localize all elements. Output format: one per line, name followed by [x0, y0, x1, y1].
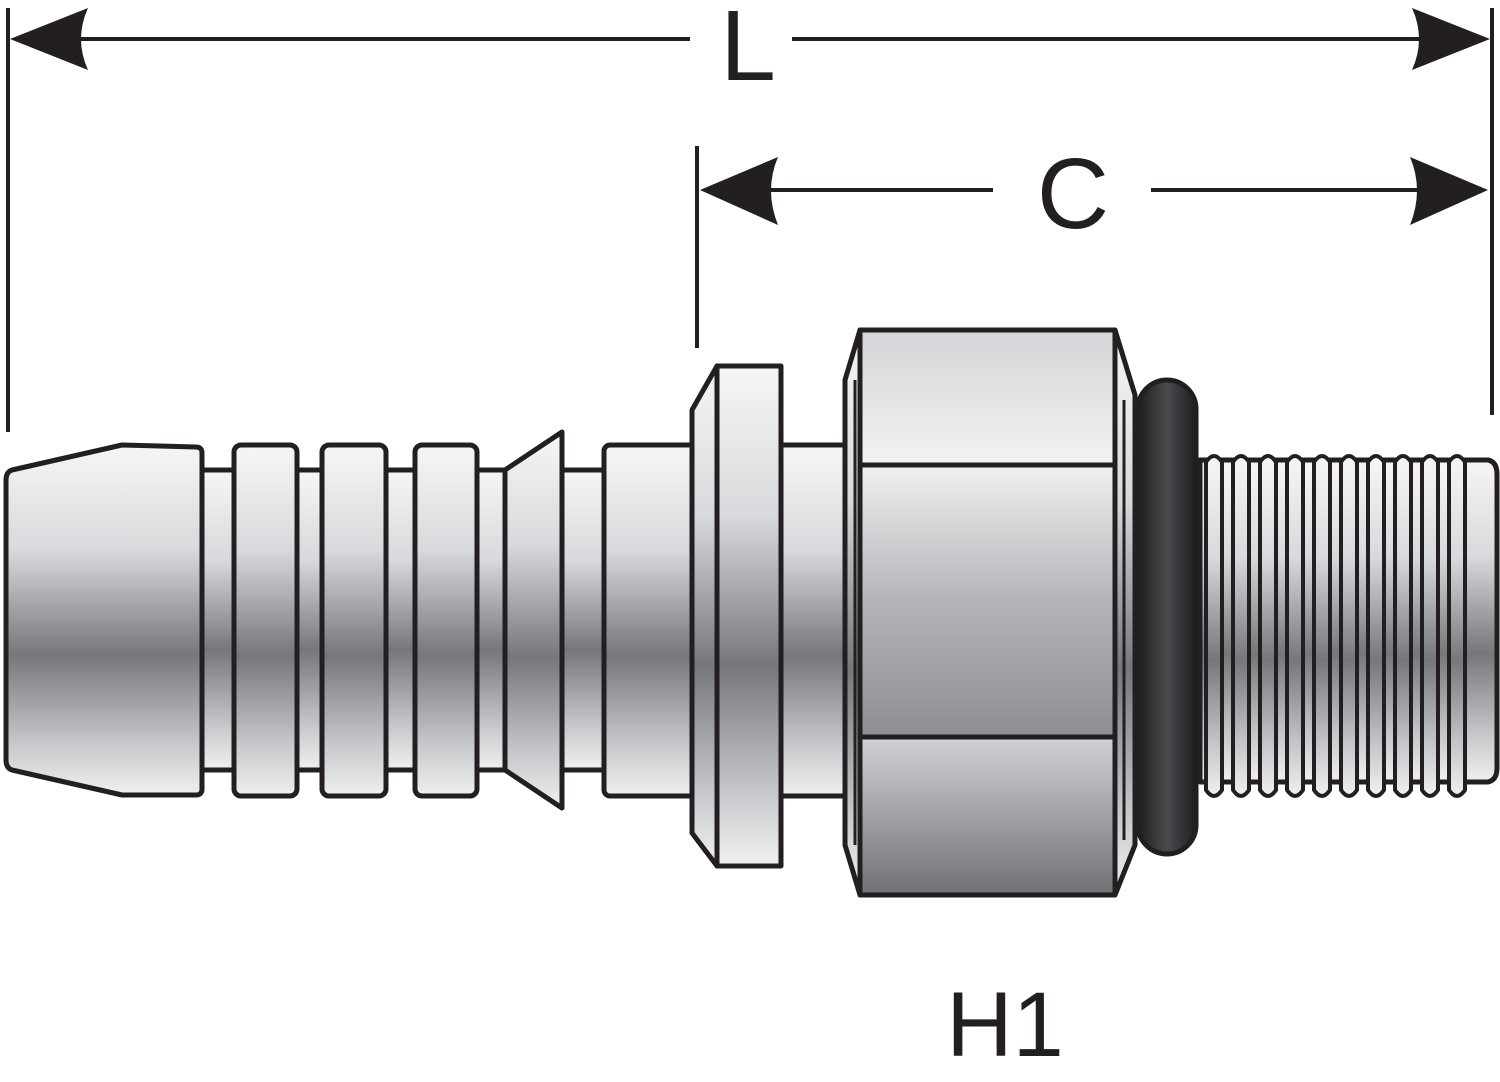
hex-nut-flat-top: [857, 327, 1118, 468]
arrowhead-l-left: [10, 8, 88, 70]
arrowhead-c-left: [700, 157, 778, 225]
arrowhead-l-right: [1412, 8, 1490, 70]
label-h1: H1: [946, 974, 1064, 1076]
thread-crest: [1366, 454, 1386, 798]
thread-crest: [1447, 454, 1467, 798]
stem-nose: [3, 442, 205, 798]
thread-crest: [1231, 454, 1251, 798]
thread-crest: [1339, 454, 1359, 798]
hex-nut-flat-middle: [857, 462, 1118, 740]
fitting-body: [3, 327, 1500, 898]
arrowhead-c-right: [1410, 157, 1488, 225]
dimension-c: [695, 146, 1488, 348]
thread-crest: [1312, 454, 1332, 798]
stem-collar: [601, 442, 699, 799]
thread-crest: [1420, 454, 1440, 798]
label-c: C: [1037, 138, 1109, 250]
label-l: L: [720, 0, 776, 102]
stem-lock-cone: [502, 429, 565, 811]
stem-barb-2: [319, 442, 389, 799]
threaded-end: [1197, 454, 1500, 798]
hex-nut-flat-bottom: [857, 734, 1118, 898]
thread-crest: [1393, 454, 1413, 798]
hex-nut: [842, 327, 1138, 898]
thread-crest: [1285, 454, 1305, 798]
stem-barb-3: [412, 442, 480, 799]
thread-crests: [1204, 454, 1467, 798]
stem-barb-1: [231, 442, 300, 799]
o-ring: [1135, 377, 1199, 857]
dimension-l: [6, 8, 1494, 432]
stem-flange: [714, 363, 784, 869]
stem-flange-chamfer: [689, 363, 720, 869]
thread-crest: [1258, 454, 1278, 798]
thread-crest: [1204, 454, 1224, 798]
